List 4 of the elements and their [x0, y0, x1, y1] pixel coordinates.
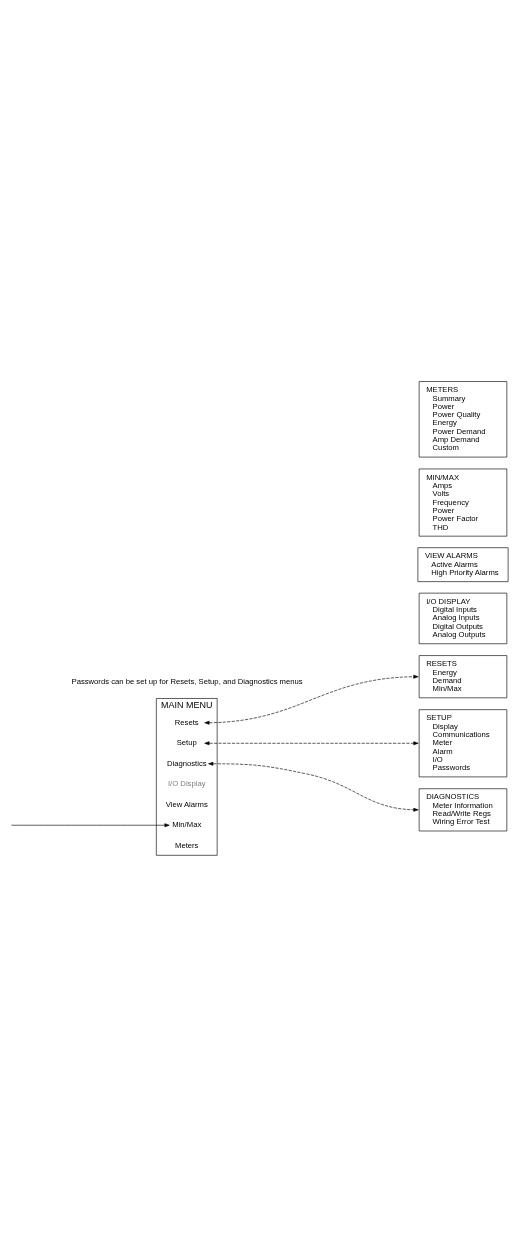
- arrow: [208, 761, 419, 812]
- arrow: [204, 674, 419, 725]
- arrow: [11, 822, 170, 827]
- arrow: [204, 740, 419, 745]
